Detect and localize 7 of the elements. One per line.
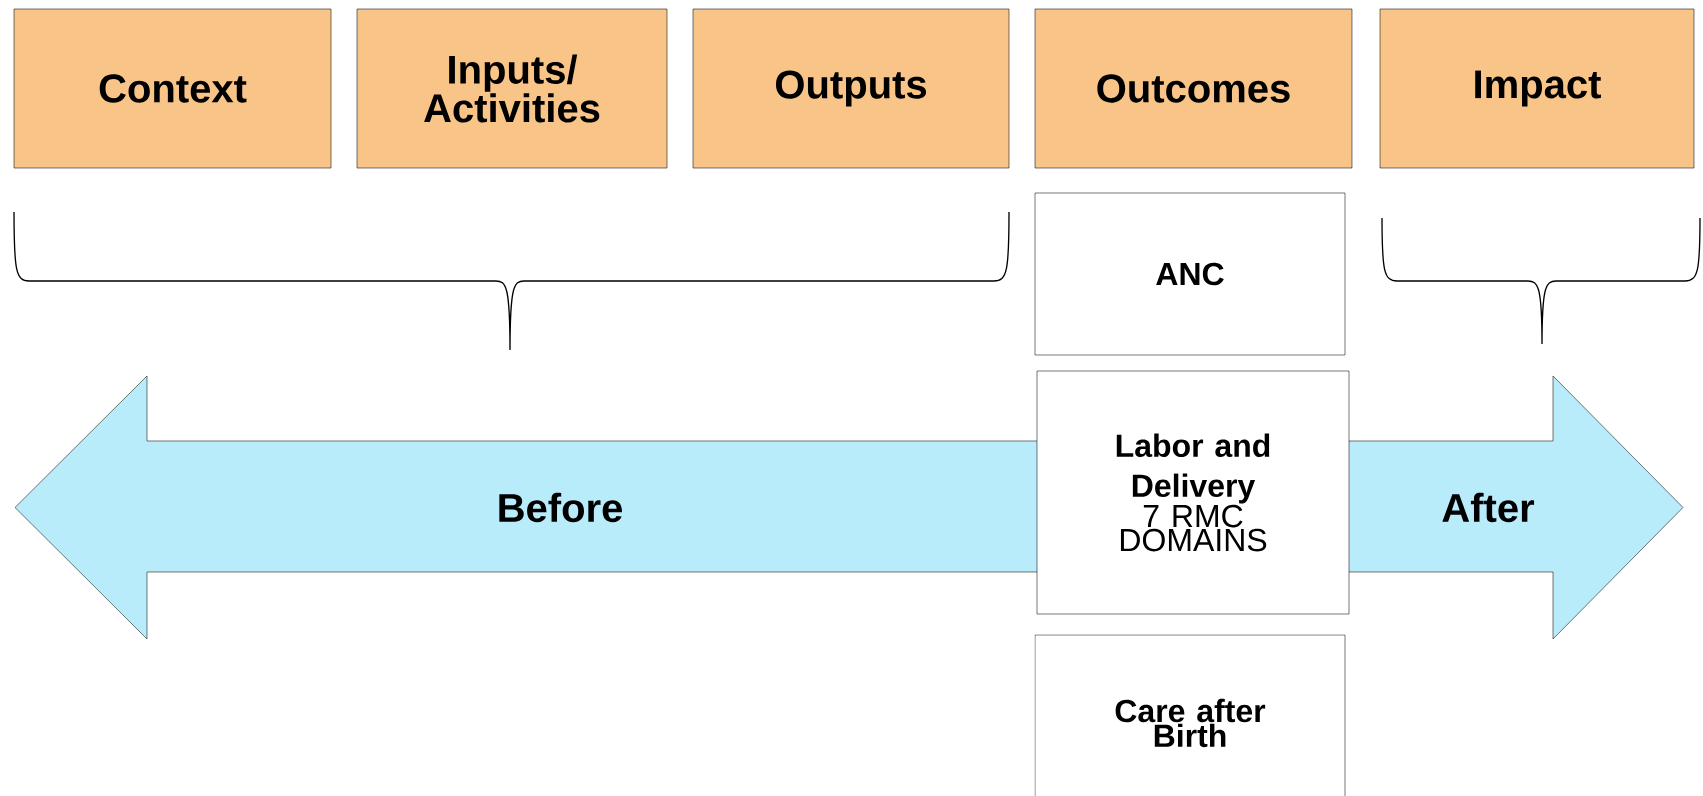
stage-box: ANC [1034, 192, 1346, 356]
header-box: Outcomes [1034, 8, 1353, 169]
header-box: Inputs/ Activities [356, 8, 668, 169]
stage-box: Care after Birth [1034, 634, 1346, 796]
header-box: Outputs [692, 8, 1010, 169]
header-box: Impact [1379, 8, 1695, 169]
header-box: Context [13, 8, 332, 169]
